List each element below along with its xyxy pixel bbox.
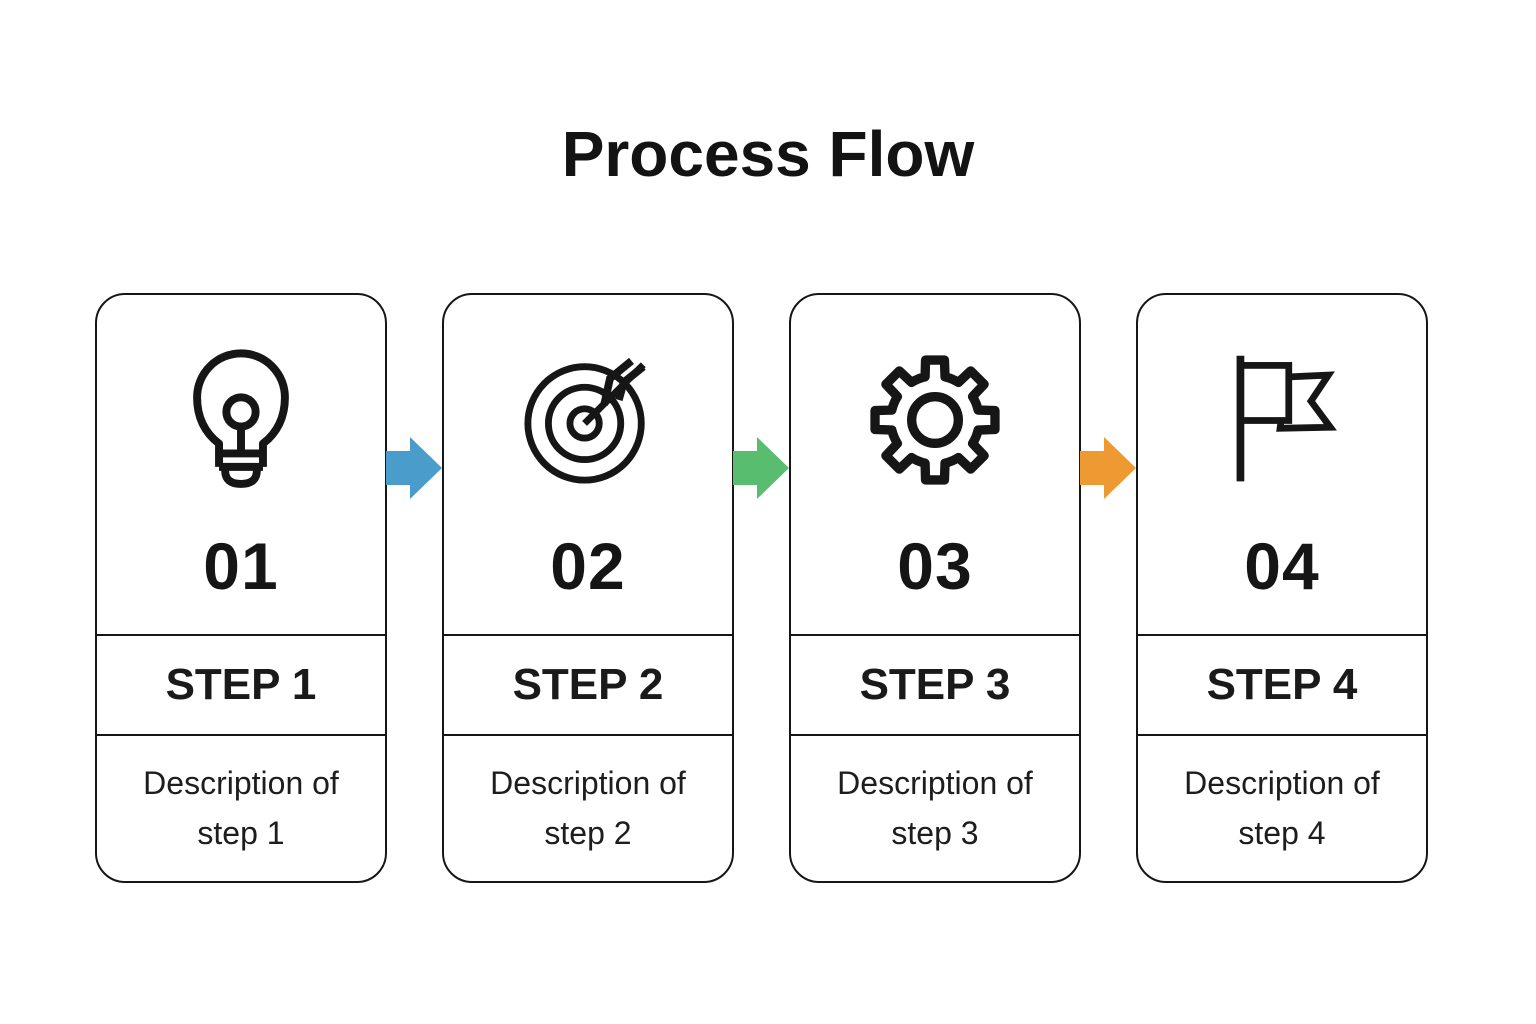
step-description-section: Description of step 4 bbox=[1138, 736, 1426, 881]
page-title: Process Flow bbox=[561, 118, 975, 190]
card-top-section: 01 bbox=[97, 295, 385, 634]
step-card-2: 02 STEP 2 Description of step 2 bbox=[442, 293, 734, 883]
step-label: STEP 2 bbox=[444, 634, 732, 736]
step-description: Description of step 4 bbox=[1184, 764, 1380, 851]
step-description-section: Description of step 3 bbox=[791, 736, 1079, 881]
step-number: 02 bbox=[550, 529, 626, 603]
flow-arrow-right-icon bbox=[386, 437, 442, 499]
flag-icon bbox=[1224, 345, 1340, 495]
step-card-1: 01 STEP 1 Description of step 1 bbox=[95, 293, 387, 883]
card-top-section: 04 bbox=[1138, 295, 1426, 634]
step-label: STEP 1 bbox=[97, 634, 385, 736]
gear-icon bbox=[865, 345, 1005, 495]
step-label: STEP 3 bbox=[791, 634, 1079, 736]
step-description: Description of step 3 bbox=[837, 764, 1033, 851]
step-number: 01 bbox=[203, 529, 279, 603]
card-top-section: 02 bbox=[444, 295, 732, 634]
lightbulb-icon bbox=[180, 345, 302, 495]
flow-arrow-right-icon bbox=[733, 437, 789, 499]
step-number: 03 bbox=[897, 529, 973, 603]
step-description-section: Description of step 1 bbox=[97, 736, 385, 881]
step-card-3: 03 STEP 3 Description of step 3 bbox=[789, 293, 1081, 883]
step-label: STEP 4 bbox=[1138, 634, 1426, 736]
step-description: Description of step 2 bbox=[490, 764, 686, 851]
card-top-section: 03 bbox=[791, 295, 1079, 634]
target-icon bbox=[522, 345, 654, 495]
step-card-4: 04 STEP 4 Description of step 4 bbox=[1136, 293, 1428, 883]
step-description: Description of step 1 bbox=[143, 764, 339, 851]
step-number: 04 bbox=[1244, 529, 1320, 603]
flow-arrow-right-icon bbox=[1080, 437, 1136, 499]
step-description-section: Description of step 2 bbox=[444, 736, 732, 881]
flow-row: 01 STEP 1 Description of step 1 bbox=[95, 293, 1436, 883]
